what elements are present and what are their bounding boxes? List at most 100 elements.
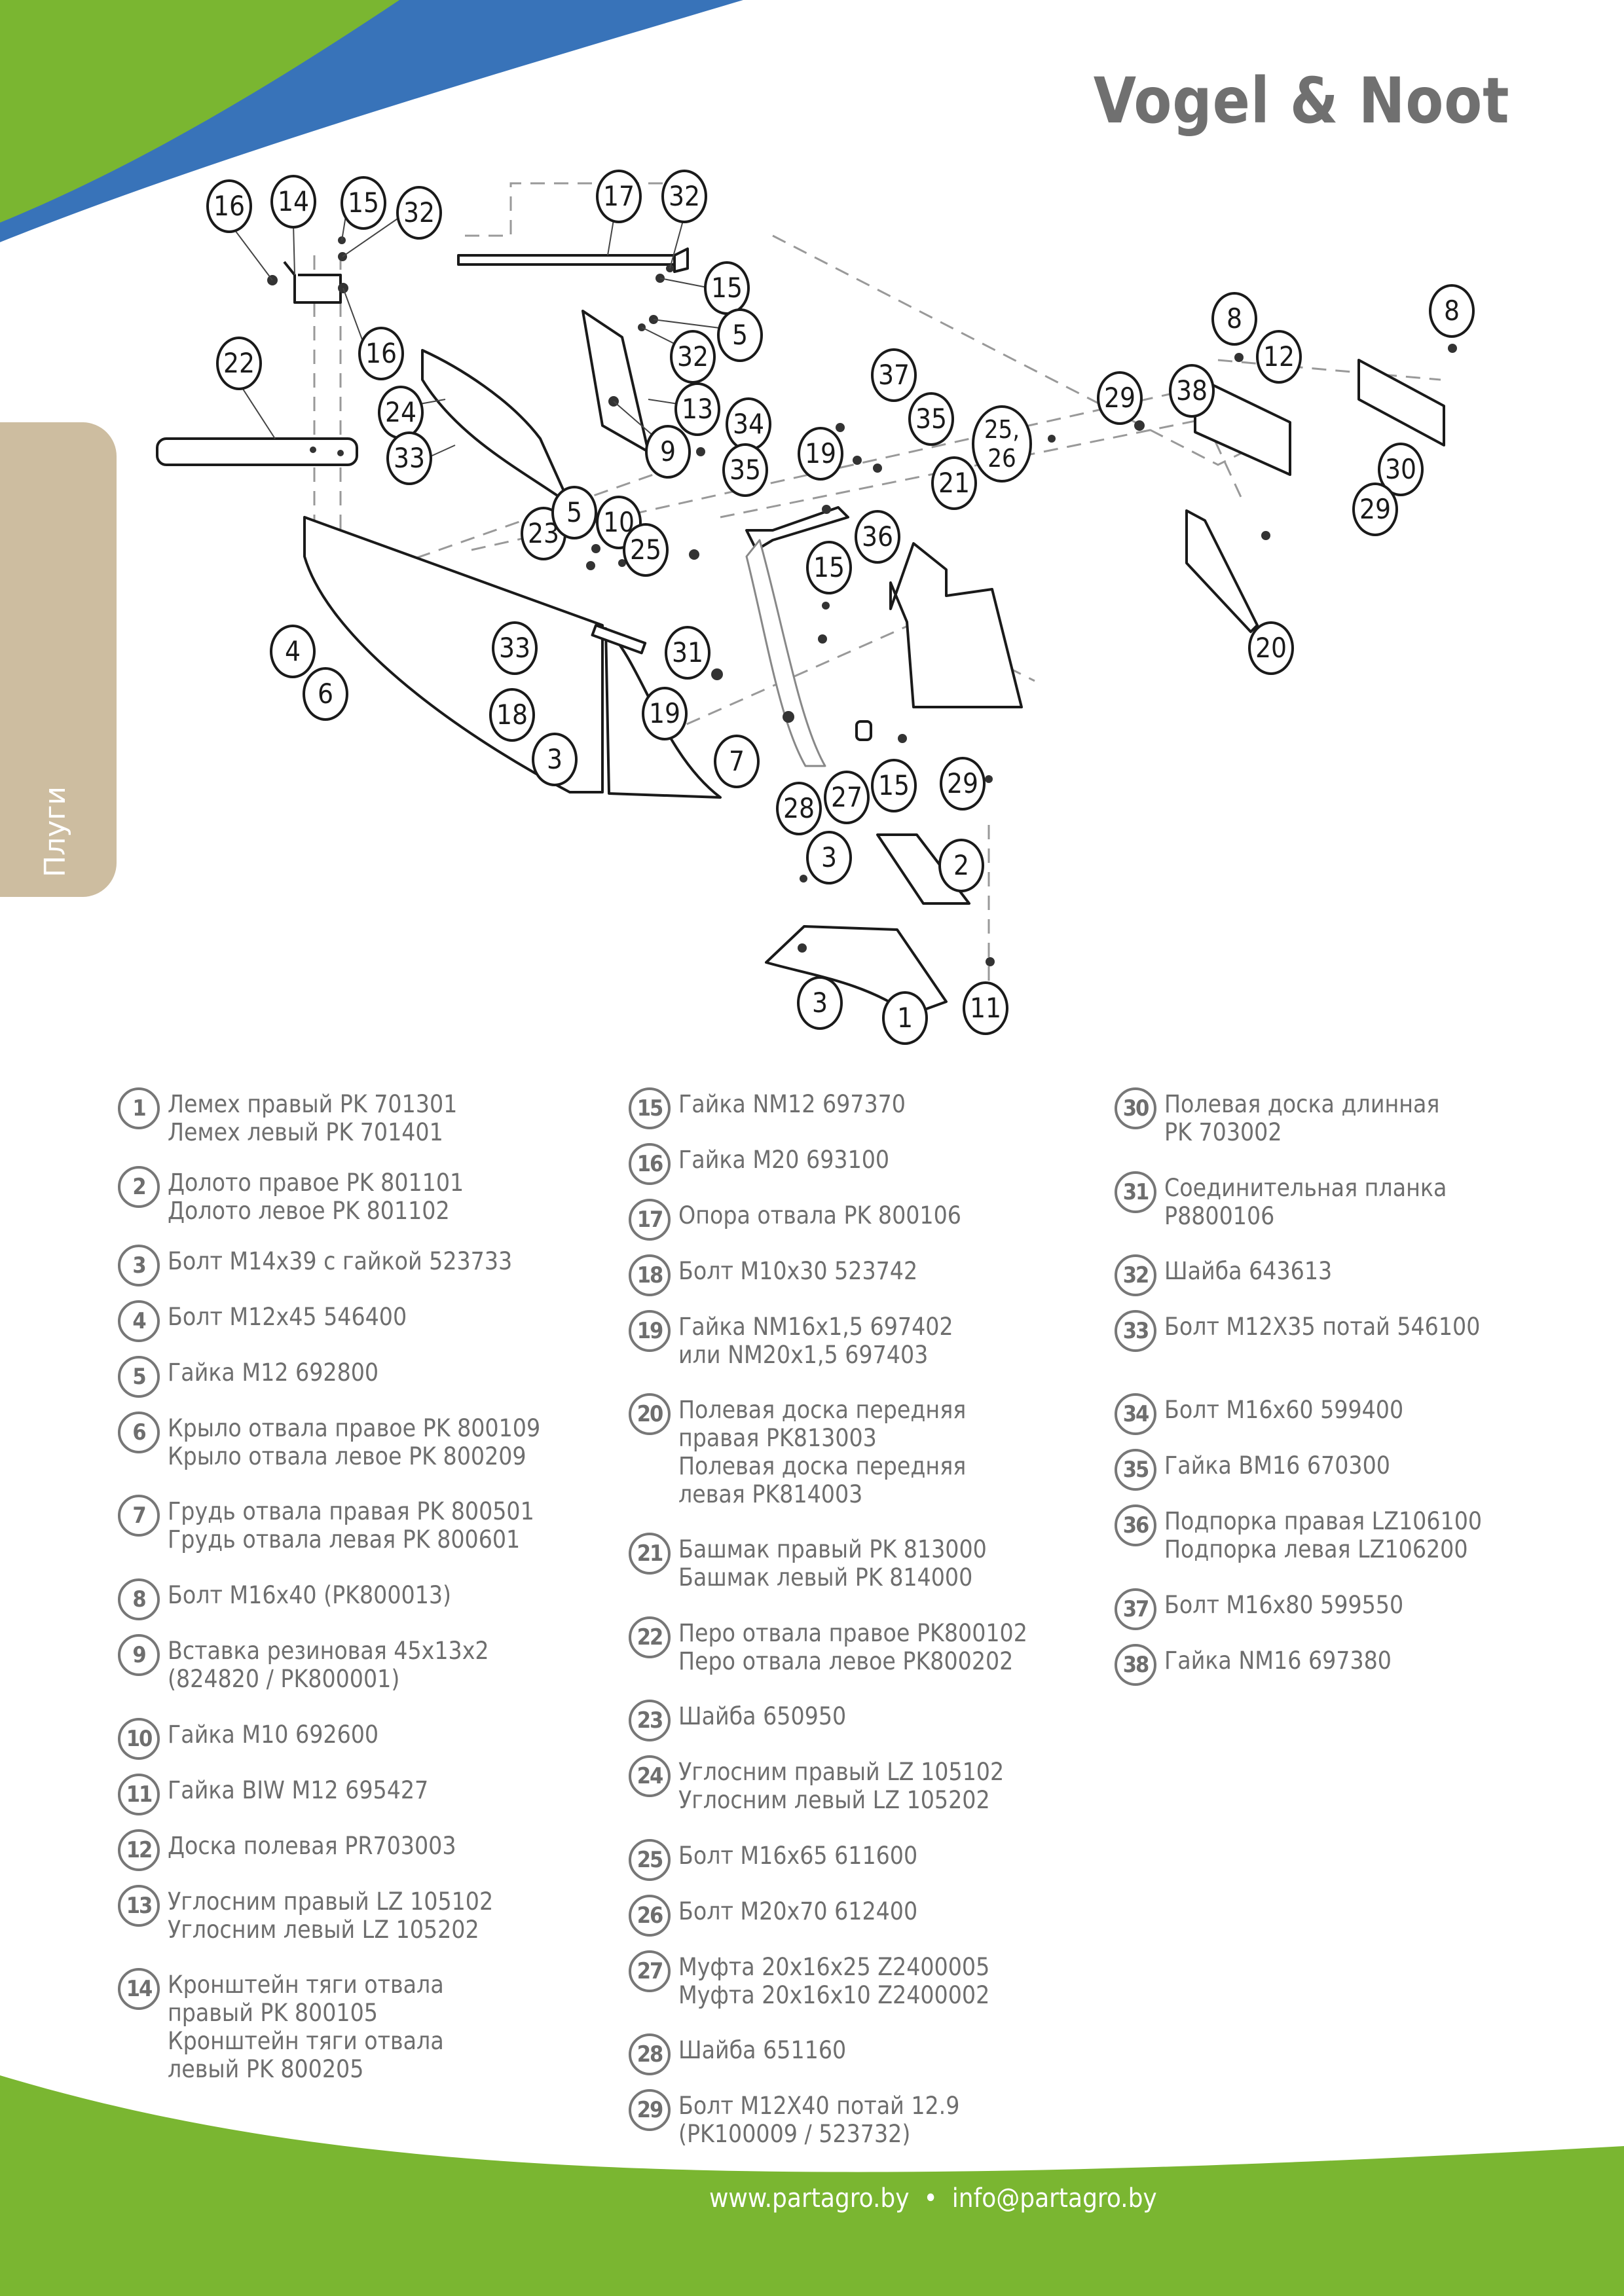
angle-13-shape [581, 310, 650, 453]
part-number-badge: 16 [629, 1143, 671, 1185]
part-number-badge: 36 [1115, 1504, 1156, 1546]
part-description-line: Полевая доска передняя [678, 1452, 967, 1480]
part-description-line: Шайба 643613 [1164, 1257, 1333, 1285]
part-number-badge: 29 [629, 2089, 671, 2131]
part-number-badge: 6 [118, 1412, 160, 1453]
part-number-badge: 19 [629, 1310, 671, 1352]
callout-25: 25 [623, 523, 669, 577]
callout-37: 37 [871, 348, 917, 402]
part-description-line: Доска полевая PR703003 [168, 1832, 456, 1860]
callout-31: 31 [665, 626, 710, 680]
callout-15b: 15 [704, 261, 750, 315]
part-description: Гайка NM12 697370 [678, 1090, 906, 1118]
part-description: Болт M16x65 611600 [678, 1842, 917, 1870]
shoe-21-shape [889, 542, 1023, 708]
part-description: Болт M16x40 (PK800013) [168, 1581, 451, 1609]
part-description: Болт M12X40 потай 12.9(PK100009 / 523732… [678, 2092, 959, 2148]
callout-36: 36 [855, 510, 900, 564]
part-item: 38 Гайка NM16 697380 [1115, 1644, 1392, 1686]
part-number-badge: 8 [118, 1578, 160, 1620]
part-description: Гайка BM16 670300 [1164, 1451, 1390, 1480]
part-number-badge: 22 [629, 1616, 671, 1658]
part-number-badge: 23 [629, 1700, 671, 1741]
part-number-badge: 18 [629, 1254, 671, 1296]
callout-2: 2 [938, 839, 984, 892]
part-description: Гайка NM16 697380 [1164, 1647, 1392, 1675]
callout-9: 9 [645, 425, 691, 479]
part-description-line: Лемех левый PK 701401 [168, 1118, 443, 1146]
callout-34: 34 [726, 397, 771, 451]
part-description: Болт M12x45 546400 [168, 1303, 407, 1331]
part-number-badge: 34 [1115, 1393, 1156, 1435]
landside-12-shape [1357, 359, 1445, 446]
callout-25-26-label: 25, 26 [984, 415, 1020, 473]
part-description-line: PK 703002 [1164, 1118, 1282, 1146]
part-description-line: Крыло отвала правое PK 800109 [168, 1414, 541, 1442]
part-description-line: Болт M14x39 с гайкой 523733 [168, 1247, 513, 1275]
part-number-badge: 28 [629, 2033, 671, 2075]
part-description-line: Вставка резиновая 45x13x2 [168, 1637, 489, 1665]
callout-19b: 19 [642, 687, 688, 740]
footer-swoosh [0, 2075, 1624, 2296]
part-item: 8 Болт M16x40 (PK800013) [118, 1578, 451, 1620]
callout-29b: 29 [1352, 483, 1398, 536]
part-number-badge: 20 [629, 1393, 671, 1435]
callout-15: 15 [341, 176, 386, 230]
part-item: 32 Шайба 643613 [1115, 1254, 1333, 1296]
part-number-badge: 37 [1115, 1588, 1156, 1630]
part-number-badge: 10 [118, 1718, 160, 1760]
website-link[interactable]: www.partagro.by [709, 2183, 910, 2214]
swoosh-green [0, 0, 399, 223]
section-tab[interactable]: Плуги [0, 422, 117, 897]
part-description-line: Муфта 20x16x10 Z2400002 [678, 1981, 990, 2009]
part-item: 11 Гайка BIW M12 695427 [118, 1774, 428, 1815]
part-number-badge: 35 [1115, 1449, 1156, 1491]
part-description-line: Углосним правый LZ 105102 [678, 1758, 1005, 1786]
callout-15d: 15 [871, 759, 917, 812]
part-description: Гайка BIW M12 695427 [168, 1776, 428, 1804]
part-description: Гайка M20 693100 [678, 1146, 889, 1174]
part-description-line: (824820 / PK800001) [168, 1665, 400, 1693]
callout-21: 21 [931, 456, 977, 510]
callout-32c: 32 [670, 330, 716, 384]
part-number-badge: 11 [118, 1774, 160, 1815]
part-description-line: Кронштейн тяги отвала [168, 1971, 444, 1999]
bracket-14-shape [283, 261, 342, 304]
part-number-badge: 38 [1115, 1644, 1156, 1686]
part-description-line: Башмак правый PK 813000 [678, 1535, 987, 1563]
part-number-badge: 2 [118, 1166, 160, 1208]
callout-7: 7 [714, 735, 760, 788]
callout-32: 32 [396, 186, 442, 240]
section-tab-label: Плуги [39, 786, 72, 877]
callout-35: 35 [722, 443, 768, 497]
part-number-badge: 32 [1115, 1254, 1156, 1296]
email-link[interactable]: info@partagro.by [951, 2183, 1157, 2214]
part-description-line: Болт M12X40 потай 12.9 [678, 2092, 960, 2120]
part-description-line: Болт M12x45 546400 [168, 1303, 407, 1331]
part-description-line: Углосним левый LZ 105202 [678, 1786, 990, 1814]
landside-20-shape [1185, 509, 1259, 633]
callout-17: 17 [596, 170, 642, 223]
part-description-line: P8800106 [1164, 1202, 1275, 1230]
part-description: Шайба 651160 [678, 2036, 846, 2064]
